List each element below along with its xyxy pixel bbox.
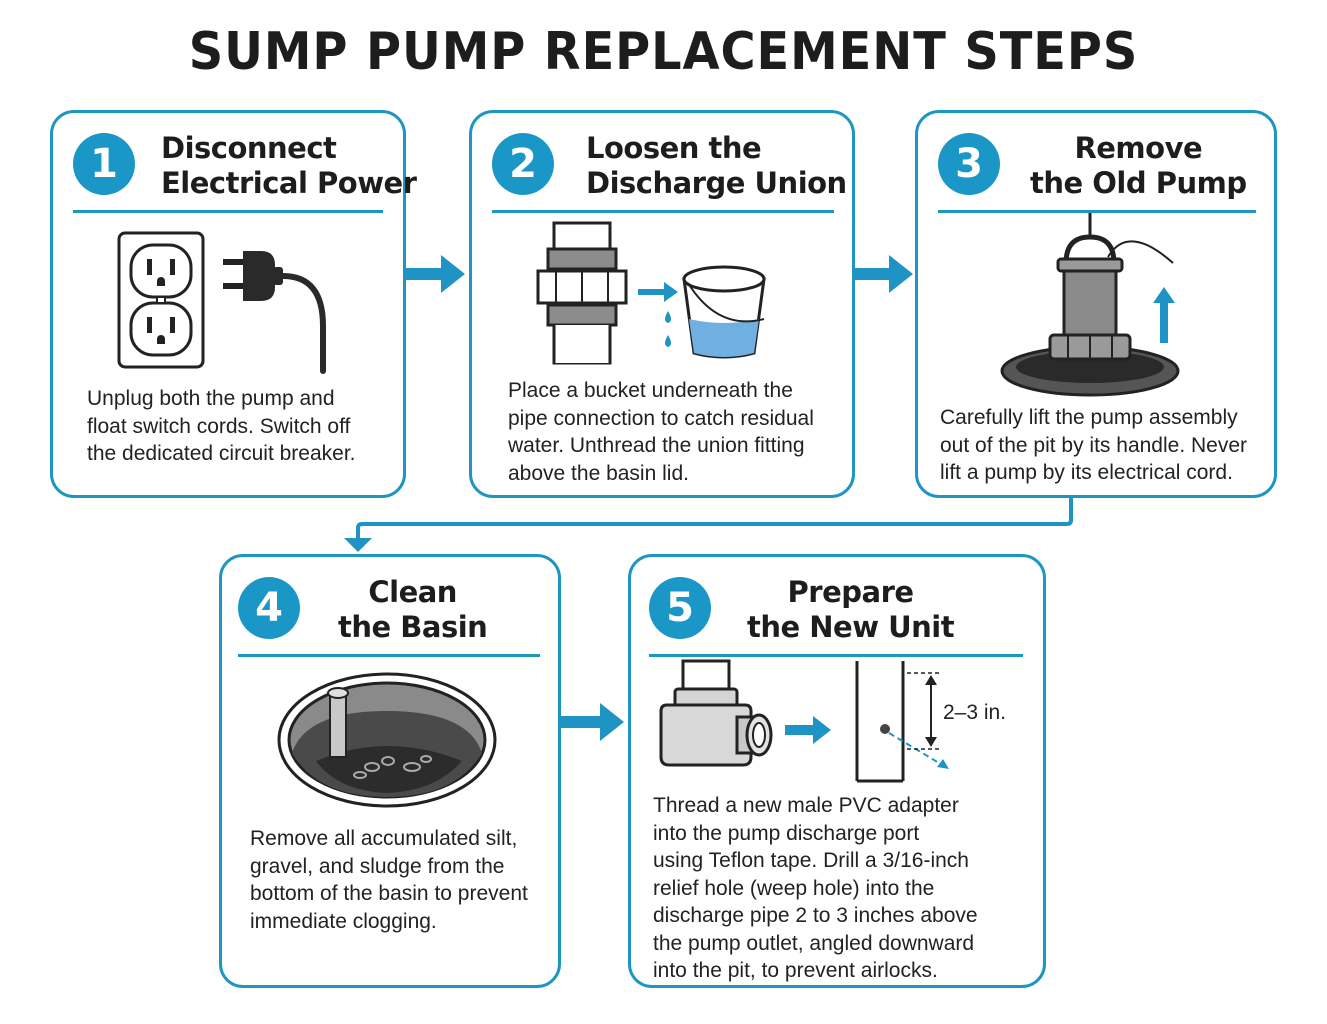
flow-arrow-right-icon	[560, 703, 624, 741]
lift-arrow-icon	[1153, 287, 1175, 343]
step-title-line: Clean	[368, 575, 457, 609]
step-card-5: 5 Prepare the New Unit 2–3 in. Thread a …	[628, 554, 1046, 988]
step-title: Prepare the New Unit	[747, 575, 955, 645]
step-title-line: Disconnect	[161, 131, 337, 165]
step-description-line: gravel, and sludge from the	[250, 854, 505, 878]
pvc-adapter-icon	[659, 659, 773, 767]
step-description-line: Remove all accumulated silt,	[250, 827, 518, 850]
dimension-label: 2–3 in.	[943, 701, 1007, 724]
step-card-1: 1 Disconnect Electrical Power Unplug bot…	[50, 110, 417, 498]
step-card-2: 2 Loosen the Discharge Union Place a buc…	[469, 110, 855, 498]
drip-arrow-icon	[638, 282, 678, 347]
step-title-line: Electrical Power	[161, 166, 417, 200]
step-description-line: float switch cords. Switch off	[87, 414, 351, 438]
bucket-icon	[682, 265, 766, 359]
pump-icon	[1000, 213, 1180, 397]
step-description-line: Place a bucket underneath the	[508, 379, 793, 402]
step-number-badge: 4	[238, 577, 300, 639]
step-description-line: lift a pump by its electrical cord.	[940, 461, 1233, 484]
step-number-badge: 5	[649, 577, 711, 639]
pipe-union-icon	[536, 221, 628, 365]
step-divider	[938, 210, 1256, 213]
step-divider	[649, 654, 1023, 657]
step-description-line: pipe connection to catch residual	[508, 406, 814, 430]
weep-hole-pipe-icon	[855, 661, 950, 783]
step-description-line: the pump outlet, angled downward	[653, 931, 975, 955]
step-description-line: above the basin lid.	[508, 461, 689, 485]
basin-icon	[277, 672, 497, 808]
step-description-line: Unplug both the pump and	[87, 387, 335, 410]
step-description-line: the dedicated circuit breaker.	[87, 442, 356, 465]
step-description-line: Carefully lift the pump assembly	[940, 406, 1238, 429]
step-divider	[238, 654, 540, 657]
step-title: Remove the Old Pump	[1030, 131, 1247, 201]
step-title-line: the Old Pump	[1030, 166, 1247, 200]
step-number-badge: 2	[492, 133, 554, 195]
step-title-line: Prepare	[787, 575, 915, 609]
step-card-4: 4 Clean the Basin Remove all accumulated…	[219, 554, 561, 988]
step-description-line: using Teflon tape. Drill a 3/16-inch	[653, 849, 969, 872]
step-description-line: out of the pit by its handle. Never	[940, 433, 1248, 457]
step-description: Place a bucket underneath the pipe conne…	[508, 377, 814, 487]
step-description: Carefully lift the pump assembly out of …	[940, 404, 1247, 487]
step-description-line: immediate clogging.	[250, 909, 437, 933]
step-card-3: 3 Remove the Old Pump Carefully lift the…	[915, 110, 1277, 498]
step-description-line: into the pit, to prevent airlocks.	[653, 959, 938, 982]
flow-arrow-right-icon	[785, 716, 831, 744]
step-description: Thread a new male PVC adapter into the p…	[653, 792, 978, 985]
step-number-badge: 3	[938, 133, 1000, 195]
step-description-line: bottom of the basin to prevent	[250, 882, 528, 905]
step-description-line: discharge pipe 2 to 3 inches above	[653, 904, 978, 927]
step-description: Remove all accumulated silt, gravel, and…	[250, 825, 528, 935]
step-description: Unplug both the pump and float switch co…	[87, 385, 356, 468]
flow-arrow-right-icon	[853, 255, 913, 293]
step-description-line: water. Unthread the union fitting	[508, 434, 805, 457]
flow-arrow-right-icon	[405, 255, 465, 293]
step-title-line: Remove	[1074, 131, 1203, 165]
outlet-icon	[117, 231, 205, 369]
step-divider	[492, 210, 834, 213]
step-title: Clean the Basin	[338, 575, 488, 645]
step-number-badge: 1	[73, 133, 135, 195]
flow-connector-icon	[344, 498, 1073, 552]
step-title-line: the New Unit	[747, 610, 955, 644]
step-title-line: the Basin	[338, 610, 488, 644]
step-description-line: relief hole (weep hole) into the	[653, 876, 935, 900]
page-title: SUMP PUMP REPLACEMENT STEPS	[188, 22, 1139, 82]
step-title: Loosen the Discharge Union	[586, 131, 847, 201]
step-title-line: Discharge Union	[586, 166, 847, 200]
plug-icon	[223, 251, 326, 374]
step-title: Disconnect Electrical Power	[161, 131, 417, 201]
step-description-line: Thread a new male PVC adapter	[653, 794, 959, 817]
step-divider	[73, 210, 383, 213]
step-description-line: into the pump discharge port	[653, 821, 920, 845]
step-title-line: Loosen the	[586, 131, 762, 165]
